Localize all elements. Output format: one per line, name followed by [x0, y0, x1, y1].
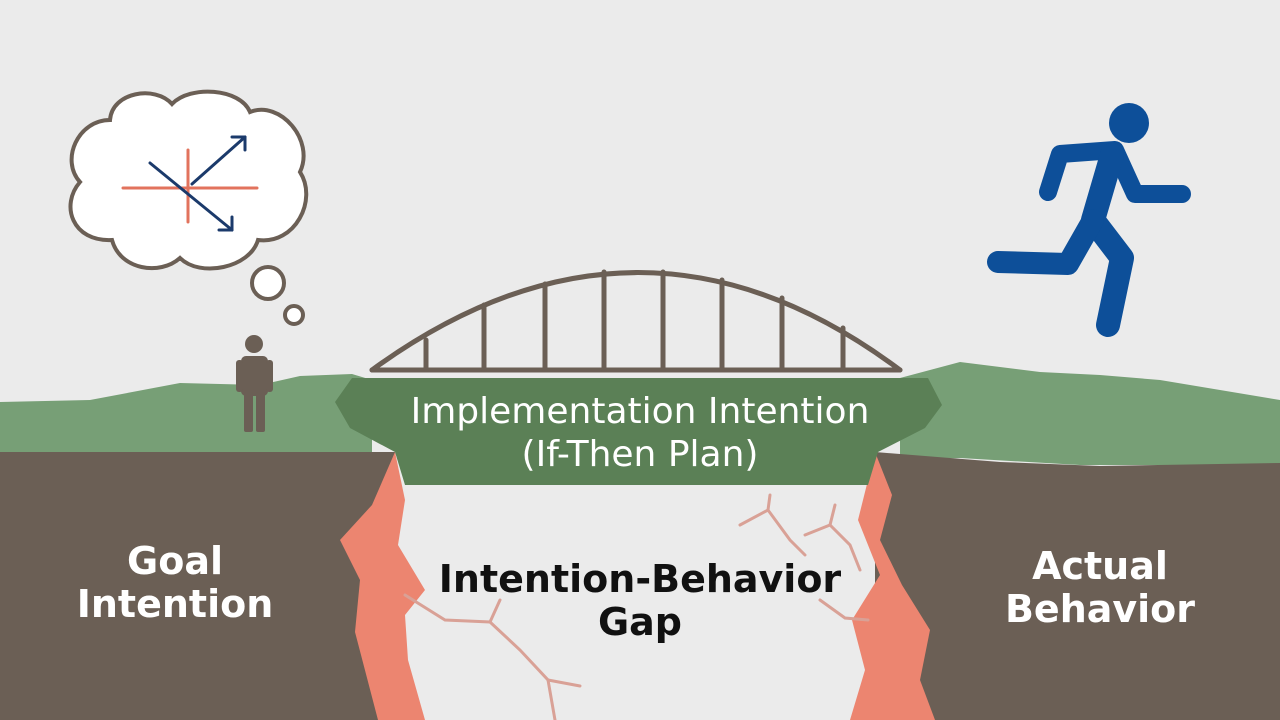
left-earth [0, 452, 395, 720]
gap-label-line1: Intention-Behavior [438, 557, 842, 601]
standing-person-icon [236, 335, 273, 432]
running-person-icon [987, 103, 1191, 337]
goal-intention-line2: Intention [76, 581, 274, 626]
gap-label-line2: Gap [597, 599, 683, 644]
left-cliff-edge [340, 452, 425, 720]
left-grass [0, 374, 372, 452]
strategy-arrows-icon [121, 135, 259, 232]
intention-behavior-gap-label: Intention-Behavior Gap [400, 558, 880, 643]
implementation-intention-label: Implementation Intention (If-Then Plan) [340, 390, 940, 476]
gap-cracks [403, 493, 870, 720]
actual-behavior-line1: Actual [1032, 544, 1168, 588]
right-grass [900, 362, 1280, 465]
actual-behavior-label: Actual Behavior [985, 545, 1215, 630]
right-earth [875, 452, 1280, 720]
bridge-arch-icon [369, 269, 903, 373]
implementation-intention-line1: Implementation Intention [410, 391, 870, 432]
right-cliff [850, 362, 1280, 720]
goal-intention-line1: Goal [127, 539, 223, 583]
left-cliff [0, 374, 425, 720]
right-cliff-edge [850, 452, 935, 720]
bridge-deck [335, 378, 942, 485]
actual-behavior-line2: Behavior [1004, 586, 1196, 631]
goal-intention-label: Goal Intention [60, 540, 290, 625]
implementation-intention-line2: (If-Then Plan) [521, 434, 759, 476]
